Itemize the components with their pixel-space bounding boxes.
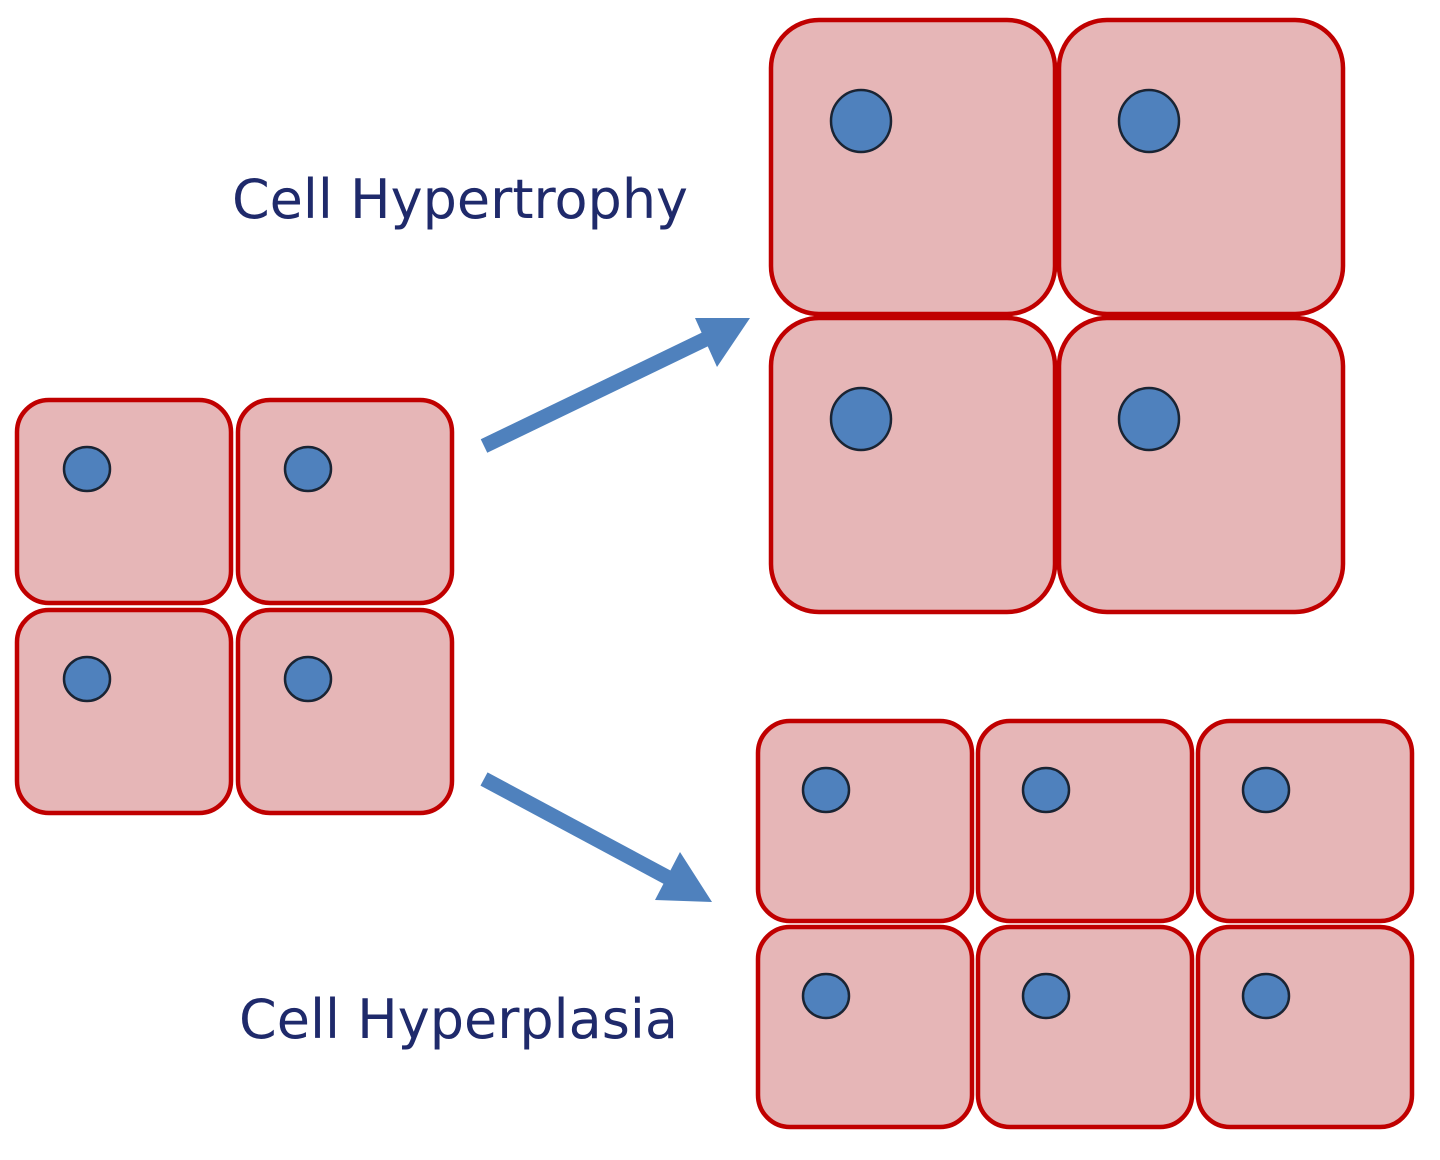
hypertrophy-cell <box>1056 17 1346 317</box>
cell-nucleus <box>801 972 851 1020</box>
hypertrophy-cell <box>768 315 1058 615</box>
cell-nucleus <box>829 88 893 154</box>
cell-membrane <box>975 718 1195 924</box>
hyperplasia-cell <box>975 718 1195 924</box>
hyperplasia-cell <box>1195 718 1415 924</box>
original-cell <box>14 607 234 816</box>
cell-membrane <box>1195 718 1415 924</box>
cell-nucleus <box>62 655 112 703</box>
cell-membrane <box>1056 17 1346 317</box>
hypertrophy-cell-group <box>768 17 1346 615</box>
hypertrophy-label: Cell Hypertrophy <box>232 168 688 231</box>
cell-nucleus <box>62 445 112 493</box>
cell-membrane <box>1195 924 1415 1130</box>
cell-membrane <box>768 17 1058 317</box>
cell-membrane <box>1056 315 1346 615</box>
hyperplasia-cell <box>975 924 1195 1130</box>
hyperplasia-cell <box>1195 924 1415 1130</box>
hypertrophy-cell <box>1056 315 1346 615</box>
cell-membrane <box>235 397 455 606</box>
cell-nucleus <box>283 655 333 703</box>
cell-nucleus <box>283 445 333 493</box>
original-cell <box>14 397 234 606</box>
hyperplasia-cell <box>755 718 975 924</box>
cell-nucleus <box>1241 972 1291 1020</box>
cell-nucleus <box>1241 766 1291 814</box>
cell-membrane <box>768 315 1058 615</box>
cell-membrane <box>975 924 1195 1130</box>
original-cell <box>235 397 455 606</box>
cell-membrane <box>14 607 234 816</box>
original-cell <box>235 607 455 816</box>
hypertrophy-cell <box>768 17 1058 317</box>
hyperplasia-label: Cell Hyperplasia <box>239 988 678 1051</box>
hyperplasia-cell-group <box>755 718 1415 1130</box>
cell-nucleus <box>1021 766 1071 814</box>
cell-nucleus <box>829 386 893 452</box>
original-cell-group <box>14 397 455 816</box>
cell-nucleus <box>1021 972 1071 1020</box>
hyperplasia-cell <box>755 924 975 1130</box>
cell-membrane <box>14 397 234 606</box>
cell-membrane <box>755 718 975 924</box>
arrow-to-hypertrophy <box>480 318 750 453</box>
cell-nucleus <box>801 766 851 814</box>
cell-nucleus <box>1117 88 1181 154</box>
cell-membrane <box>235 607 455 816</box>
arrow-to-hyperplasia <box>480 772 712 902</box>
cell-membrane <box>755 924 975 1130</box>
cell-nucleus <box>1117 386 1181 452</box>
